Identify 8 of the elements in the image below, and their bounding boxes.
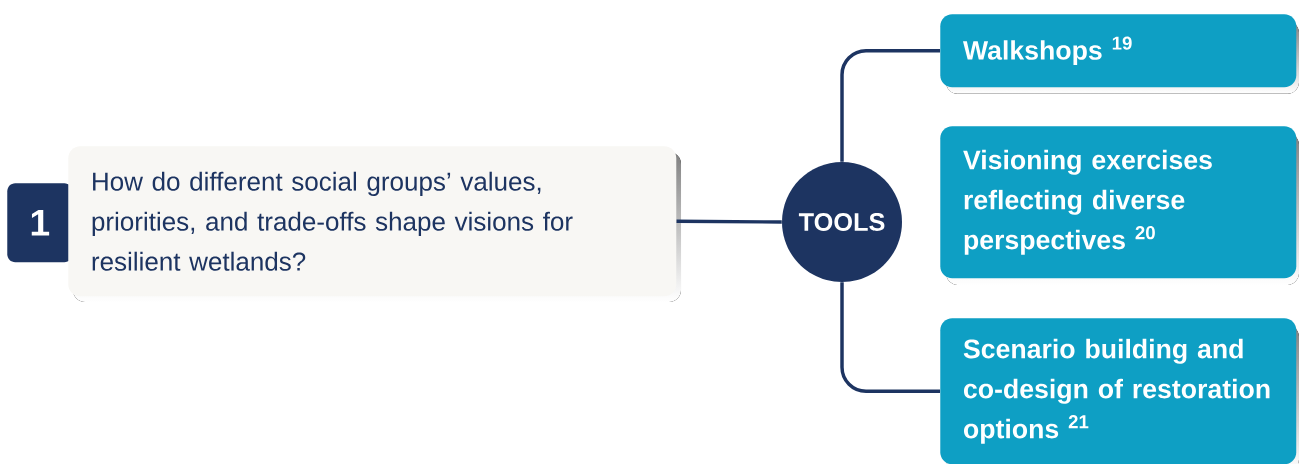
number-badge: 1 — [7, 183, 73, 263]
connector-line — [840, 282, 940, 393]
connector-line — [676, 219, 782, 224]
tool-box: Visioning exercises reflecting diverse perspectives $^{20}$ — [940, 126, 1299, 285]
tool-box: Walkshops $^{19}$ — [940, 14, 1299, 94]
connector-line — [840, 49, 940, 162]
tool-box: Scenario building and co-design of restoration options $^{21}$ — [940, 318, 1299, 464]
question-box: How do different social groups’ values, priorities, and trade-offs shape visions for resilient wetlands? — [68, 146, 681, 302]
